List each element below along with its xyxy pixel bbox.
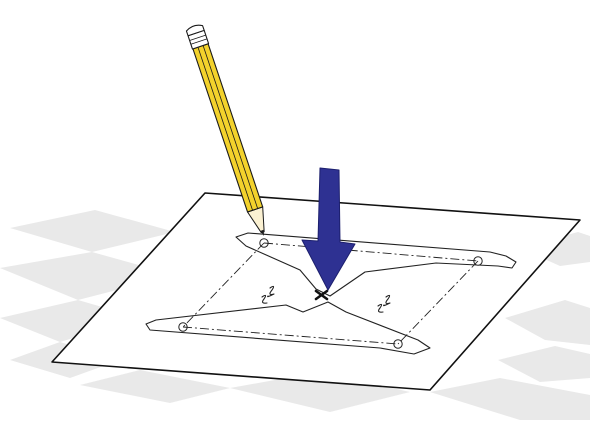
layout-line-left (182, 242, 265, 328)
floor-tile (10, 210, 175, 252)
pencil-lead (260, 229, 264, 236)
floor-tile (0, 252, 175, 300)
layout-lines (182, 242, 479, 345)
floor-tile (498, 346, 590, 382)
pencil-eraser (185, 24, 205, 37)
pencil-icon (185, 24, 265, 236)
floor-tile (80, 370, 230, 403)
layout-line-bottom (182, 326, 399, 345)
down-arrow-icon (301, 167, 356, 291)
floor-tile (430, 378, 590, 420)
layout-line-top (263, 242, 479, 262)
squiggle-mark-icon (261, 285, 275, 304)
floor-tile (505, 300, 590, 345)
squiggle-mark-icon (377, 294, 391, 313)
x-mark-icon (314, 289, 329, 301)
pencil-body (192, 43, 264, 213)
layout-line-right (397, 260, 479, 345)
